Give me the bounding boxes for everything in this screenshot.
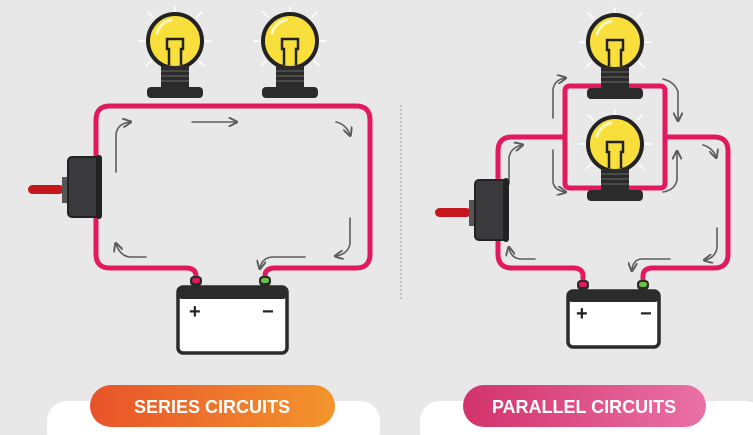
- series-arrows: [116, 122, 350, 268]
- series-title-pill: [90, 385, 335, 427]
- toggle-switch-icon[interactable]: [434, 177, 510, 243]
- parallel-branch-wire: [562, 83, 668, 191]
- bulb-1-icon: [137, 5, 213, 100]
- series-wire: [93, 103, 373, 285]
- battery-icon: + −: [566, 280, 661, 349]
- parallel-circuit: + − PARALLEL CIRCUITS: [420, 6, 753, 435]
- battery-minus-sign: −: [262, 301, 274, 323]
- toggle-switch-icon[interactable]: [27, 154, 103, 220]
- parallel-title-pill: [463, 385, 706, 427]
- series-title: SERIES CIRCUITS: [134, 397, 290, 417]
- series-circuit: + − SERIES CIRCUITS: [27, 5, 380, 435]
- parallel-arrows: [509, 78, 717, 270]
- battery-plus-sign: +: [189, 301, 201, 323]
- battery-minus-sign: −: [640, 303, 652, 325]
- battery-icon: + −: [176, 276, 289, 355]
- bulb-2-icon: [252, 5, 328, 100]
- battery-plus-sign: +: [576, 303, 588, 325]
- parallel-outer-wire: [495, 134, 731, 285]
- parallel-title: PARALLEL CIRCUITS: [492, 397, 676, 417]
